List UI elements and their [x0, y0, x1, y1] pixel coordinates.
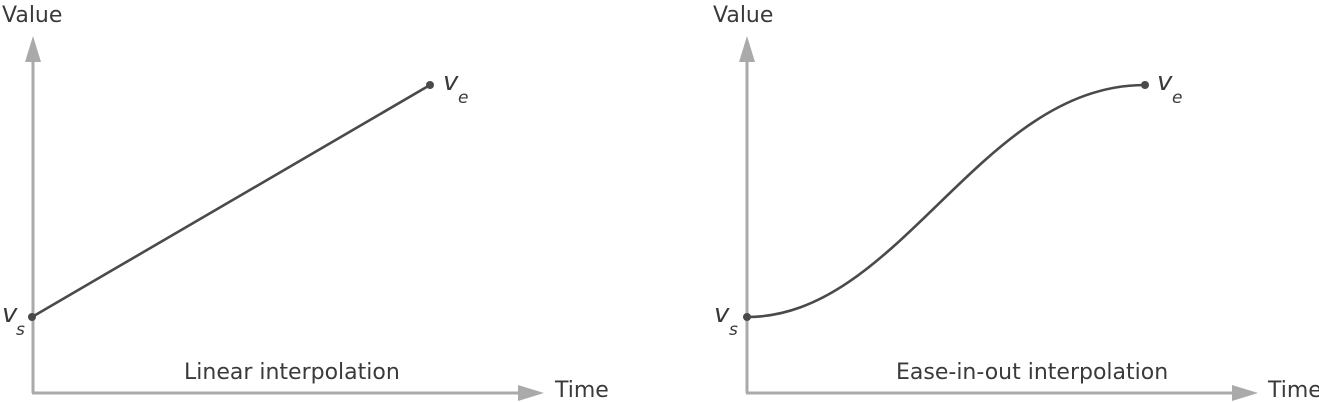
linear-panel: Value Time v s v e Linear interpolation — [2, 3, 609, 402]
panel-caption: Linear interpolation — [184, 360, 400, 385]
x-axis-arrow-icon — [518, 385, 544, 401]
x-axis-arrow-icon — [1232, 385, 1258, 401]
linear-curve — [30, 83, 432, 319]
x-axis-label: Time — [554, 378, 609, 402]
y-axis-arrow-icon — [739, 36, 755, 62]
y-axis-arrow-icon — [25, 36, 41, 62]
y-axis-label: Value — [713, 3, 773, 28]
end-point-subscript: e — [1172, 88, 1182, 108]
end-point — [1141, 81, 1149, 89]
y-axis-label: Value — [2, 3, 62, 28]
end-point — [426, 81, 434, 89]
start-point — [28, 313, 36, 321]
start-point-label: v — [2, 299, 18, 329]
start-point-label: v — [714, 299, 730, 329]
panel-caption: Ease-in-out interpolation — [896, 360, 1168, 385]
ease-in-out-panel: Value Time v s v e Ease-in-out interpola… — [713, 3, 1319, 402]
start-point-subscript: s — [729, 320, 738, 340]
x-axis-label: Time — [1267, 378, 1319, 402]
ease-in-out-curve — [745, 83, 1147, 319]
end-point-label: v — [1157, 67, 1173, 97]
end-point-subscript: e — [458, 88, 468, 108]
end-point-label: v — [443, 67, 459, 97]
start-point-subscript: s — [16, 320, 25, 340]
start-point — [743, 313, 751, 321]
